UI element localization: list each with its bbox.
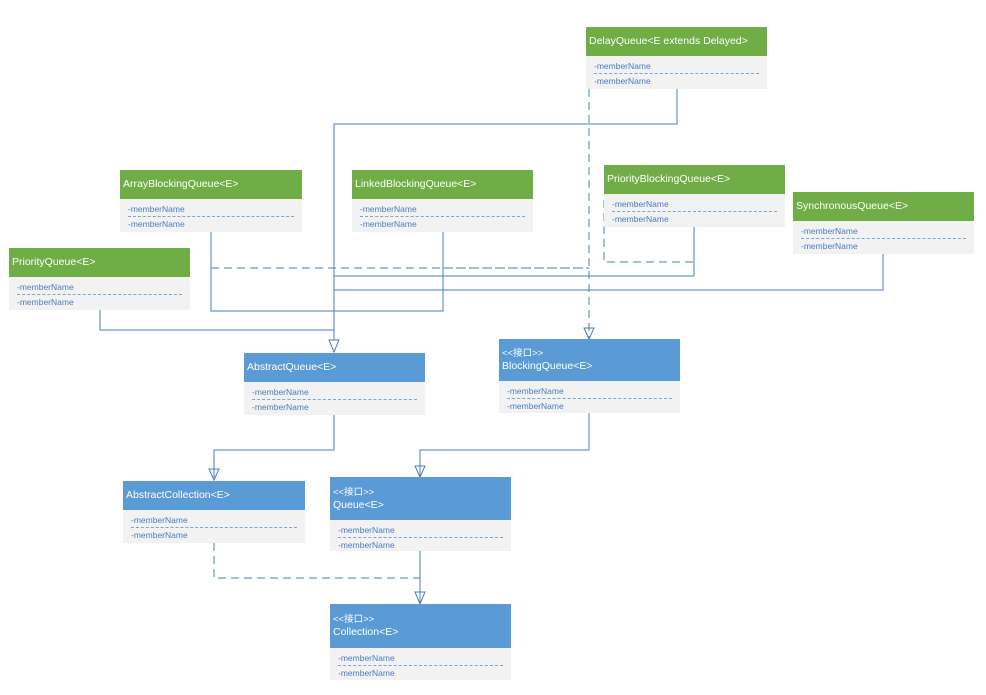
member-field: -memberName	[252, 402, 309, 412]
arrowhead-queue	[414, 465, 426, 479]
interface-queue[interactable]: <<接口>> Queue<E> -memberName -memberName	[330, 477, 511, 551]
class-name: DelayQueue<E extends Delayed>	[589, 35, 748, 47]
stereotype-label: <<接口>>	[333, 486, 375, 498]
member-list: -memberName -memberName	[330, 520, 511, 551]
class-header: SynchronousQueue<E>	[793, 192, 974, 221]
member-list: -memberName -memberName	[9, 277, 190, 308]
class-name: SynchronousQueue<E>	[796, 200, 909, 212]
member-list: -memberName -memberName	[793, 221, 974, 252]
class-synchronousqueue[interactable]: SynchronousQueue<E> -memberName -memberN…	[793, 192, 974, 254]
member-divider	[17, 294, 182, 295]
edge-priorityqueue-abstractqueue	[99, 309, 334, 331]
member-list: -memberName -memberName	[586, 56, 767, 87]
class-priorityblockingqueue[interactable]: PriorityBlockingQueue<E> -memberName -me…	[604, 165, 785, 227]
interface-blockingqueue[interactable]: <<接口>> BlockingQueue<E> -memberName -mem…	[499, 339, 680, 413]
member-divider	[338, 537, 503, 538]
member-field: -memberName	[594, 76, 651, 86]
arrowhead-blockingqueue	[583, 327, 595, 341]
member-list: -memberName -memberName	[604, 194, 785, 225]
member-field: -memberName	[128, 219, 185, 229]
edge-arrayblockingqueue-abstractqueue	[210, 232, 334, 312]
member-field: -memberName	[338, 668, 395, 678]
class-header: DelayQueue<E extends Delayed>	[586, 27, 767, 56]
class-header: AbstractCollection<E>	[123, 481, 305, 510]
class-header: PriorityBlockingQueue<E>	[604, 165, 785, 194]
member-field: -memberName	[801, 226, 858, 236]
member-divider	[594, 73, 759, 74]
member-list: -memberName -memberName	[499, 381, 680, 412]
stereotype-label: <<接口>>	[333, 614, 375, 625]
edge-linkedblockingqueue-abstractqueue	[334, 232, 444, 312]
member-list: -memberName -memberName	[330, 648, 511, 679]
member-divider	[360, 216, 525, 217]
member-divider	[507, 398, 672, 399]
edge-synchronousqueue-abstractqueue	[334, 254, 884, 291]
class-header: AbstractQueue<E>	[244, 353, 425, 382]
member-field: -memberName	[507, 386, 564, 396]
arrowhead-collection	[414, 591, 426, 606]
edge-blockingqueue-queue	[419, 413, 590, 476]
class-priorityqueue[interactable]: PriorityQueue<E> -memberName -memberName	[9, 248, 190, 310]
stereotype-label: <<接口>>	[502, 348, 544, 359]
class-name: PriorityBlockingQueue<E>	[607, 173, 731, 185]
class-abstractqueue[interactable]: AbstractQueue<E> -memberName -memberName	[244, 353, 425, 415]
member-field: -memberName	[612, 214, 669, 224]
class-header: <<接口>> Collection<E>	[330, 604, 511, 648]
member-list: -memberName -memberName	[120, 199, 302, 230]
member-field: -memberName	[338, 653, 395, 663]
member-divider	[338, 665, 503, 666]
member-field: -memberName	[252, 387, 309, 397]
interface-collection[interactable]: <<接口>> Collection<E> -memberName -member…	[330, 604, 511, 680]
class-abstractcollection[interactable]: AbstractCollection<E> -memberName -membe…	[123, 481, 305, 543]
class-arrayblockingqueue[interactable]: ArrayBlockingQueue<E> -memberName -membe…	[120, 170, 302, 232]
class-name: BlockingQueue<E>	[502, 360, 593, 372]
member-field: -memberName	[131, 530, 188, 540]
class-name: LinkedBlockingQueue<E>	[355, 178, 477, 190]
member-field: -memberName	[128, 204, 185, 214]
class-header: LinkedBlockingQueue<E>	[352, 170, 533, 199]
class-name: Collection<E>	[333, 626, 399, 638]
member-field: -memberName	[801, 241, 858, 251]
class-name: ArrayBlockingQueue<E>	[123, 178, 239, 190]
member-field: -memberName	[594, 61, 651, 71]
class-header: ArrayBlockingQueue<E>	[120, 170, 302, 199]
class-delayqueue[interactable]: DelayQueue<E extends Delayed> -memberNam…	[586, 27, 767, 89]
member-field: -memberName	[17, 282, 74, 292]
member-divider	[612, 211, 777, 212]
member-list: -memberName -memberName	[123, 510, 305, 541]
member-field: -memberName	[17, 297, 74, 307]
class-name: AbstractQueue<E>	[247, 361, 337, 373]
member-divider	[252, 399, 417, 400]
member-field: -memberName	[507, 401, 564, 411]
member-divider	[128, 216, 294, 217]
arrowhead-abstractcollection	[208, 468, 220, 482]
member-field: -memberName	[360, 204, 417, 214]
class-header: <<接口>> BlockingQueue<E>	[499, 339, 680, 381]
edge-priorityblockingqueue-abstractqueue	[334, 227, 695, 277]
member-field: -memberName	[131, 515, 188, 525]
class-header: <<接口>> Queue<E>	[330, 477, 511, 520]
class-linkedblockingqueue[interactable]: LinkedBlockingQueue<E> -memberName -memb…	[352, 170, 533, 232]
class-name: AbstractCollection<E>	[126, 489, 230, 501]
member-list: -memberName -memberName	[352, 199, 533, 230]
member-field: -memberName	[338, 525, 395, 535]
member-field: -memberName	[360, 219, 417, 229]
member-divider	[131, 527, 297, 528]
class-name: Queue<E>	[333, 498, 384, 511]
class-name: PriorityQueue<E>	[12, 256, 96, 268]
member-list: -memberName -memberName	[244, 382, 425, 413]
member-field: -memberName	[338, 540, 395, 550]
member-field: -memberName	[612, 199, 669, 209]
arrowhead-abstractqueue	[328, 339, 340, 354]
class-header: PriorityQueue<E>	[9, 248, 190, 277]
edge-abstractqueue-abstractcollection	[213, 414, 335, 478]
member-divider	[801, 238, 966, 239]
